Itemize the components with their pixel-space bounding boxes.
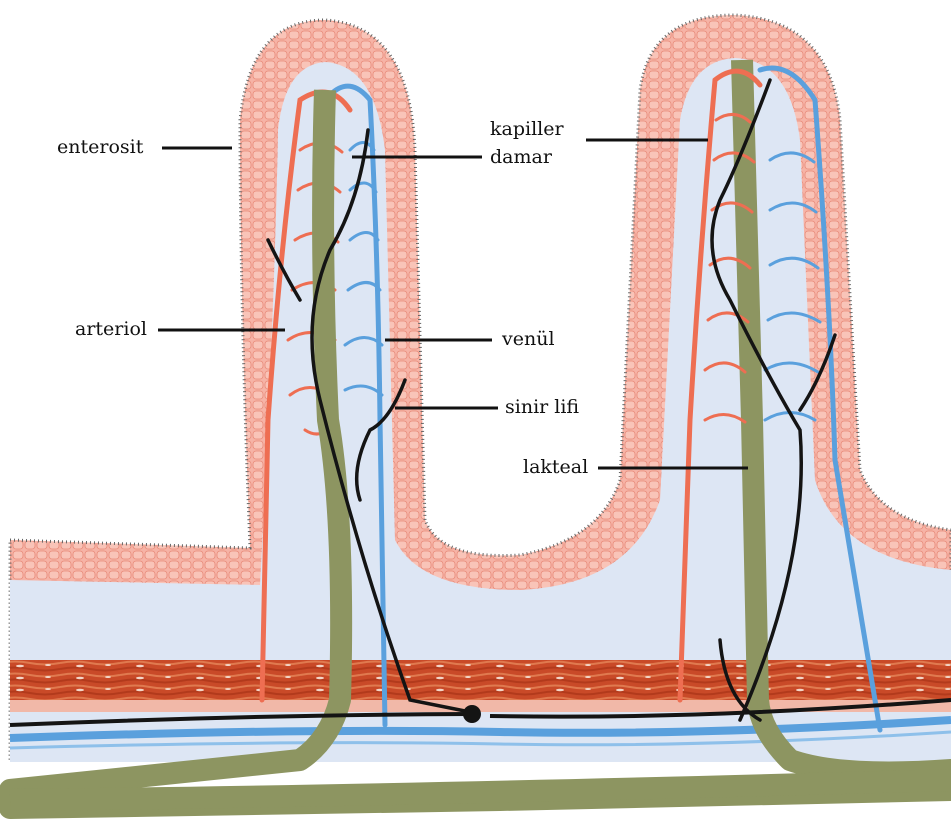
nerve-ganglion (463, 705, 481, 723)
label-venul: venül (502, 328, 555, 350)
label-lakteal: lakteal (523, 456, 588, 478)
label-kapiller: kapiller (490, 118, 564, 140)
label-enterosit: enterosit (57, 136, 143, 158)
label-damar: damar (490, 146, 552, 168)
label-arteriol: arteriol (75, 318, 147, 340)
muscle-layer (10, 660, 951, 700)
label-sinir-lifi: sinir lifi (505, 396, 579, 418)
